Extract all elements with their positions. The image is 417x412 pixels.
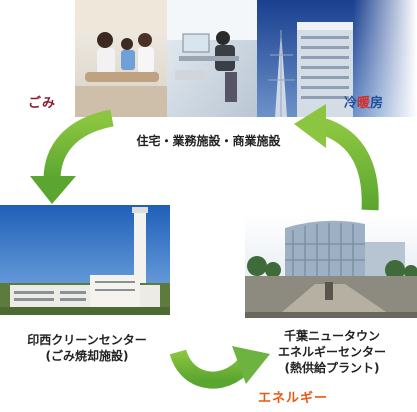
arrow-to-clean-center (30, 109, 114, 204)
label-cool: 冷 (344, 96, 358, 111)
label-room: 房 (370, 96, 384, 111)
clean-center-photo (0, 205, 170, 315)
label-warm: 暖 (357, 96, 371, 111)
label-garbage: ごみ (28, 96, 57, 111)
label-facilities: 住宅・業務施設・商業施設 (136, 134, 281, 148)
office-photo (167, 0, 257, 117)
energy-center-desc: (熱供給プラント) (284, 361, 380, 375)
label-clean-center: 印西クリーンセンター (ごみ焼却施設) (6, 332, 168, 364)
label-heating-cooling: 冷暖房 (344, 92, 383, 111)
label-energy: エネルギー (258, 391, 329, 406)
clean-center-name: 印西クリーンセンター (27, 333, 147, 347)
top-photo-strip (75, 0, 417, 117)
energy-center-name-1: 千葉ニュータウン (283, 329, 380, 343)
label-energy-center: 千葉ニュータウン エネルギーセンター (熱供給プラント) (248, 328, 416, 376)
building-photo (257, 0, 417, 117)
family-photo (75, 0, 167, 117)
energy-center-name-2: エネルギーセンター (277, 345, 386, 359)
clean-center-desc: (ごみ焼却施設) (45, 349, 129, 363)
energy-center-photo (245, 214, 417, 318)
arrow-to-buildings (294, 104, 379, 211)
